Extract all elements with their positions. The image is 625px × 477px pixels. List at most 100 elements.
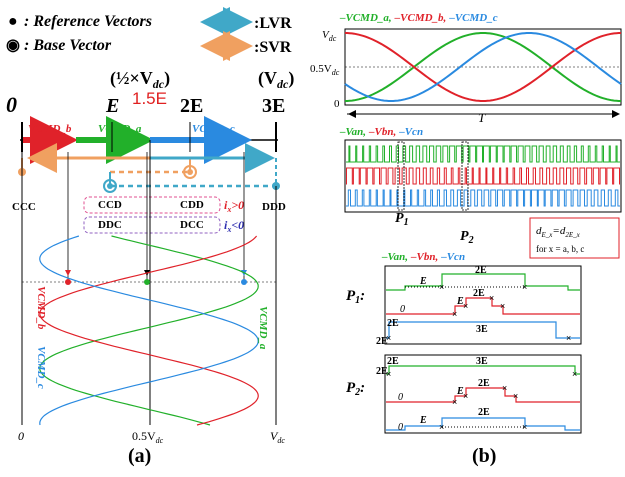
p2-marker: P2	[460, 229, 474, 246]
svg-text:×: ×	[500, 301, 505, 311]
base-vector-icon: ◉	[6, 37, 20, 54]
p2-2e-label-4: 2E	[478, 407, 490, 418]
base-vector-label: : Base Vector	[24, 37, 112, 54]
svg-text:×: ×	[439, 422, 444, 432]
p2-0-label: 0	[398, 392, 403, 403]
svg-text:×: ×	[572, 369, 577, 379]
p1-switch-marks: ×× ×××× ××	[386, 282, 571, 343]
state-ddc: DDC	[98, 219, 122, 231]
vcmd-c-arrow-label: VCMD_c	[192, 123, 235, 135]
curve-b-label: VCMD_b	[35, 286, 47, 330]
p1-zoom-frame	[384, 265, 582, 345]
svg-text:×: ×	[513, 391, 518, 401]
reference-dot-icon: ●	[8, 13, 18, 30]
curve-vcmd-c	[39, 235, 259, 426]
sample-b-dot	[65, 279, 71, 285]
svr-label: :SVR	[254, 39, 292, 56]
sample-a-dot	[144, 279, 150, 285]
level-2e-label: 2E	[180, 95, 203, 117]
ix-positive-box	[83, 196, 221, 214]
ix-negative-label: ix<0	[224, 218, 244, 234]
state-ccd: CCD	[98, 199, 122, 211]
svg-text:×: ×	[489, 293, 494, 303]
panel-b: –VCMD_a,–VCMD_b,–VCMD_c Vdc 0.5Vdc 0 T –…	[310, 12, 622, 467]
p2-e-label-2: E	[419, 415, 427, 426]
p2-3e-label: 3E	[476, 356, 488, 367]
vcmd-a-arrow-label: VCMD_a	[98, 123, 142, 135]
pwm-vcn	[346, 189, 620, 207]
state-ddd: DDD	[262, 201, 286, 213]
svg-text:×: ×	[522, 422, 527, 432]
legend: ● : Reference Vectors ◉ : Base Vector :L…	[6, 7, 292, 61]
svg-text:×: ×	[502, 383, 507, 393]
p2-van	[386, 365, 580, 375]
state-ccc: CCC	[12, 201, 36, 213]
period-label: T	[478, 110, 486, 125]
ix-positive-label: ix>0	[224, 198, 244, 214]
p1-zoom-label: P1:	[346, 288, 365, 306]
p1-2e-label: 2E	[475, 265, 487, 276]
p2-e-label: E	[456, 386, 464, 397]
plot1-y-vdc: Vdc	[322, 29, 337, 43]
p2-vbn	[386, 387, 580, 403]
svg-text:×: ×	[386, 333, 391, 343]
plot1-vcmd-c	[344, 32, 622, 102]
x-axis-half-label: 0.5Vdc	[132, 429, 164, 445]
plot1-y-half: 0.5Vdc	[310, 63, 340, 77]
svg-text:×: ×	[463, 391, 468, 401]
pwm-vbn	[346, 167, 620, 185]
cdd-base-icon	[183, 165, 197, 179]
p2-zoom-frame	[384, 354, 582, 434]
p1-van	[386, 273, 580, 291]
plot1-vcmd-a	[345, 32, 621, 102]
p1-e-label: E	[419, 276, 427, 287]
x-axis-0-label: 0	[18, 429, 24, 443]
equation-line2: for x = a, b, c	[536, 244, 584, 254]
plot1-y-0: 0	[334, 98, 340, 110]
curve-c-label: VCMD_c	[35, 346, 47, 389]
state-cdd: CDD	[180, 199, 204, 211]
level-e-label: E	[105, 95, 119, 117]
p2-switch-marks: ×× ×××× ××	[386, 369, 577, 432]
vdc-label: (Vdc)	[258, 68, 294, 91]
state-dcc: DCC	[180, 219, 204, 231]
p1-marker: P1	[395, 211, 409, 228]
ix-negative-box	[83, 216, 221, 234]
panel-a: (½×Vdc) (Vdc) 0 E 1.5E 2E 3E VCMD_b VCMD…	[6, 68, 294, 467]
p2-2e-label: 2E	[387, 356, 399, 367]
plot2-frame	[344, 139, 622, 213]
lvr-label: :LVR	[254, 15, 292, 32]
caption-b: (b)	[472, 445, 496, 467]
p2-0-label-2: 0	[398, 422, 403, 433]
svg-text:×: ×	[463, 301, 468, 311]
p2-zoom-label: P2:	[346, 380, 365, 398]
svg-text:×: ×	[522, 282, 527, 292]
half-vdc-label: (½×Vdc)	[110, 68, 170, 91]
x-axis-vdc-label: Vdc	[270, 429, 285, 445]
p1-3e-label: 3E	[476, 324, 488, 335]
level-3e-label: 3E	[262, 95, 285, 117]
plot3-legend: –Van,–Vbn,–Vcn	[381, 251, 465, 263]
p1-e-label-2: E	[456, 296, 464, 307]
p1-vcn	[386, 321, 580, 339]
reference-vectors-label: : Reference Vectors	[24, 13, 152, 30]
vcmd-b-arrow-label: VCMD_b	[28, 123, 72, 135]
p1-window	[397, 141, 405, 211]
level-1-5e-label: 1.5E	[132, 89, 167, 108]
svg-text:×: ×	[566, 333, 571, 343]
svg-text:×: ×	[452, 309, 457, 319]
level-0-label: 0	[6, 92, 17, 117]
p1-0-label: 0	[400, 304, 405, 315]
p2-window	[461, 141, 469, 211]
sample-c-dot	[241, 279, 247, 285]
p2-2e-label-2: 2E	[376, 366, 388, 377]
curve-vcmd-b	[39, 235, 259, 426]
p2-2e-label-3: 2E	[478, 378, 490, 389]
equation-box	[529, 217, 620, 259]
svg-text:×: ×	[452, 397, 457, 407]
caption-a: (a)	[128, 445, 151, 467]
curve-vcmd-a	[39, 235, 259, 426]
plot2-legend: –Van,–Vbn,–Vcn	[339, 126, 423, 138]
p2-vcn	[386, 417, 580, 431]
